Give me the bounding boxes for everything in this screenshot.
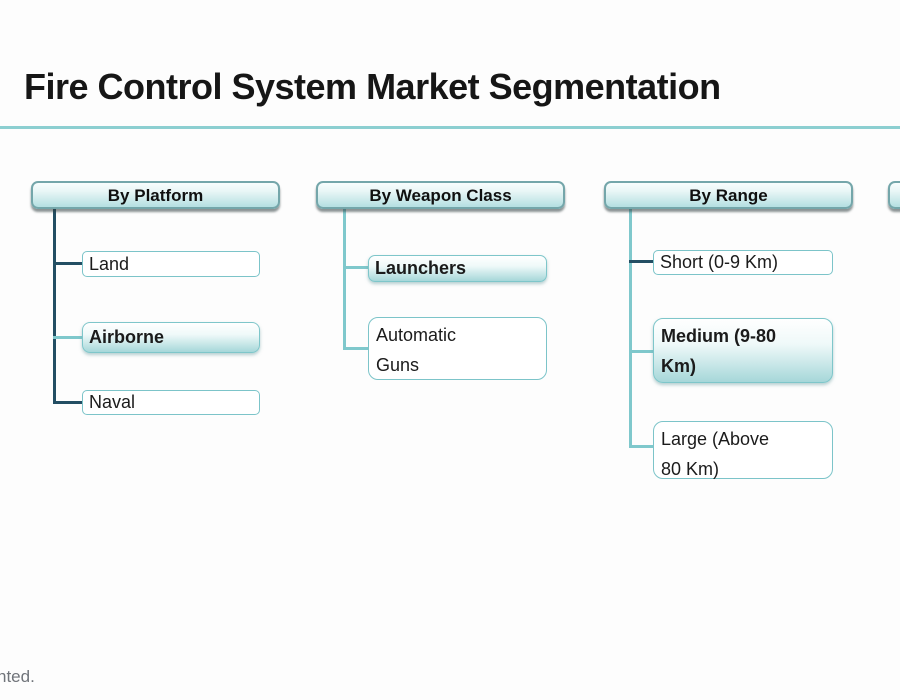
header-by-weapon-class: By Weapon Class [316,181,565,209]
connector-col3-medium [629,350,653,353]
item-land: Land [82,251,260,277]
connector-col1-vertical [53,208,56,404]
item-launchers: Launchers [368,255,547,282]
item-automatic-guns: Automatic Guns [368,317,547,380]
item-large-range: Large (Above 80 Km) [653,421,833,479]
page-title: Fire Control System Market Segmentation [24,66,721,107]
item-medium-range: Medium (9-80 Km) [653,318,833,383]
header-by-platform: By Platform [31,181,280,209]
connector-col3-vertical [629,207,632,448]
header-col4-partial [888,181,900,209]
connector-col1-airborne [53,336,82,339]
connector-col1-land [53,262,82,265]
connector-col3-large [629,445,653,448]
header-by-range: By Range [604,181,853,209]
title-divider-line [0,126,900,129]
connector-col3-short [629,260,653,263]
connector-col2-vertical [343,208,346,350]
connector-col2-launchers [343,266,368,269]
item-naval: Naval [82,390,260,415]
item-airborne: Airborne [82,322,260,353]
item-short-range: Short (0-9 Km) [653,250,833,275]
connector-col2-automatic-guns [343,347,368,350]
connector-col1-naval [53,401,82,404]
footer-text-fragment: nted. [0,667,35,686]
